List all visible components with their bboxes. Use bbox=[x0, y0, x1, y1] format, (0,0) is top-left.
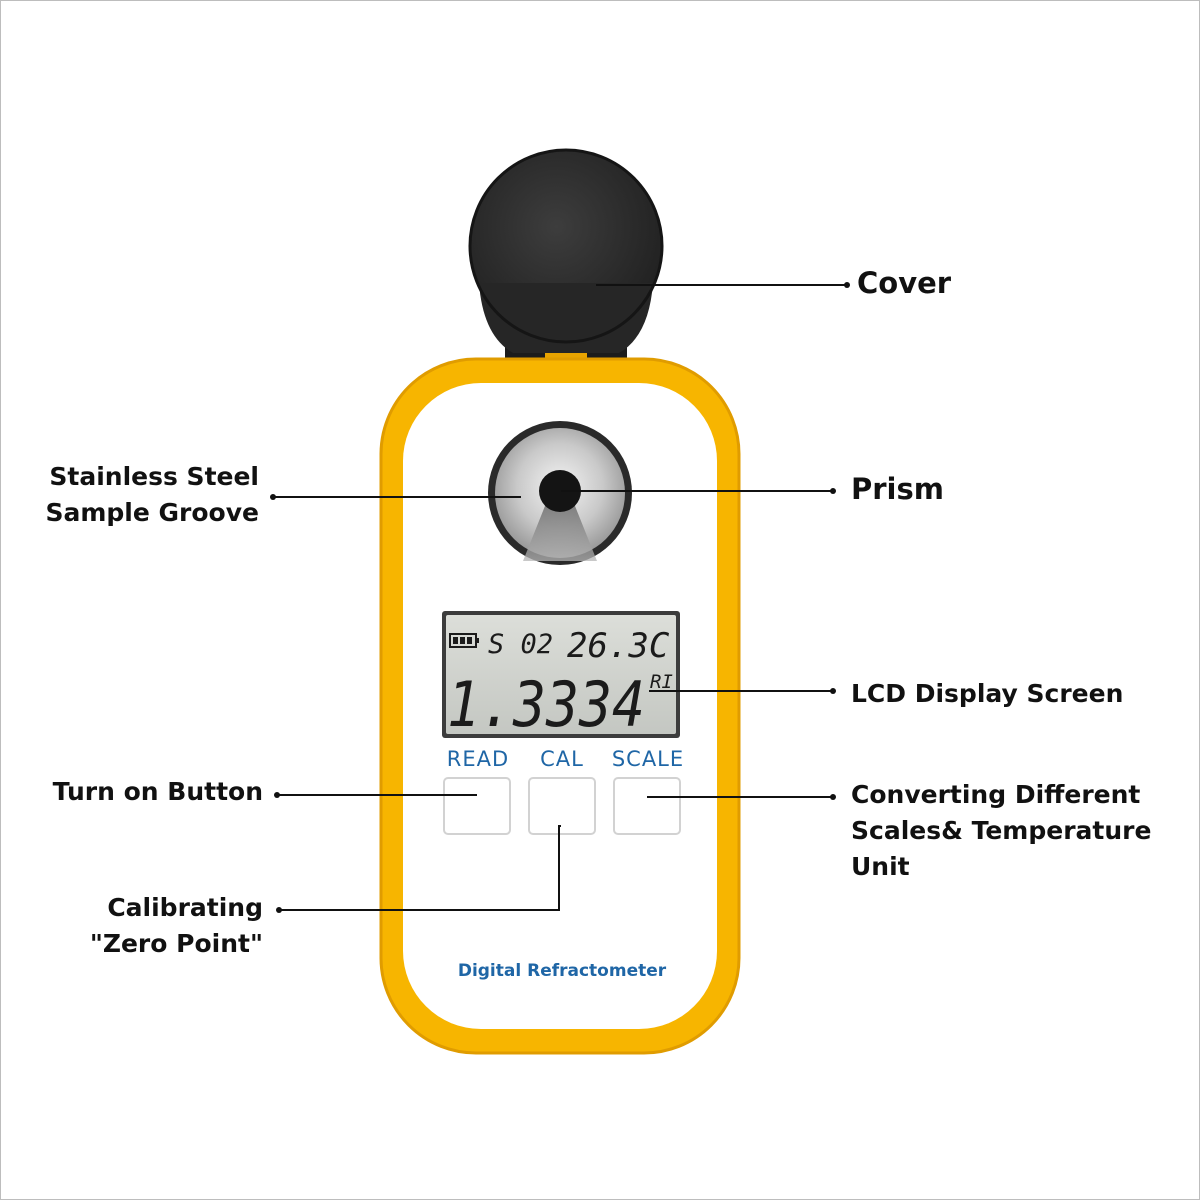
lcd-display: S 02 26.3C 1.3334 RI bbox=[442, 611, 680, 741]
turn-on-callout: Turn on Button bbox=[52, 777, 263, 806]
cal-callout: Calibrating "Zero Point" bbox=[41, 890, 263, 962]
brand-label: Digital Refractometer bbox=[458, 961, 667, 981]
groove-callout-line2: Sample Groove bbox=[45, 498, 259, 527]
cal-callout-line1: Calibrating bbox=[107, 893, 263, 922]
scale-callout-line1: Converting Different bbox=[851, 780, 1141, 809]
prism-cone bbox=[523, 501, 597, 561]
cover-cap bbox=[468, 148, 664, 353]
leader-dots bbox=[270, 282, 850, 913]
scale-callout-line3: Unit bbox=[851, 852, 910, 881]
groove-callout-line1: Stainless Steel bbox=[49, 462, 259, 491]
sample-groove bbox=[488, 421, 632, 565]
battery-icon bbox=[449, 633, 479, 648]
read-button[interactable] bbox=[443, 777, 511, 835]
leader-lines bbox=[273, 284, 847, 911]
lcd-mode: S 02 bbox=[488, 629, 553, 660]
read-button-label: READ bbox=[447, 747, 509, 771]
groove-callout: Stainless Steel Sample Groove bbox=[41, 459, 259, 531]
prism-callout: Prism bbox=[851, 472, 944, 506]
cal-button[interactable] bbox=[528, 777, 596, 835]
lcd-temperature: 26.3C bbox=[567, 626, 670, 666]
cover-callout: Cover bbox=[857, 266, 952, 300]
scale-button[interactable] bbox=[613, 777, 681, 835]
lcd-callout: LCD Display Screen bbox=[851, 679, 1124, 708]
lcd-unit: RI bbox=[650, 671, 673, 693]
cal-button-label: CAL bbox=[540, 747, 584, 771]
scale-callout-line2: Scales& Temperature bbox=[851, 816, 1152, 845]
cal-leader bbox=[279, 825, 561, 911]
prism-window bbox=[539, 470, 581, 512]
scale-button-label: SCALE bbox=[612, 747, 684, 771]
scale-callout: Converting Different Scales& Temperature… bbox=[851, 777, 1151, 885]
lcd-reading: 1.3334 bbox=[447, 668, 645, 741]
cal-callout-line2: "Zero Point" bbox=[89, 929, 263, 958]
